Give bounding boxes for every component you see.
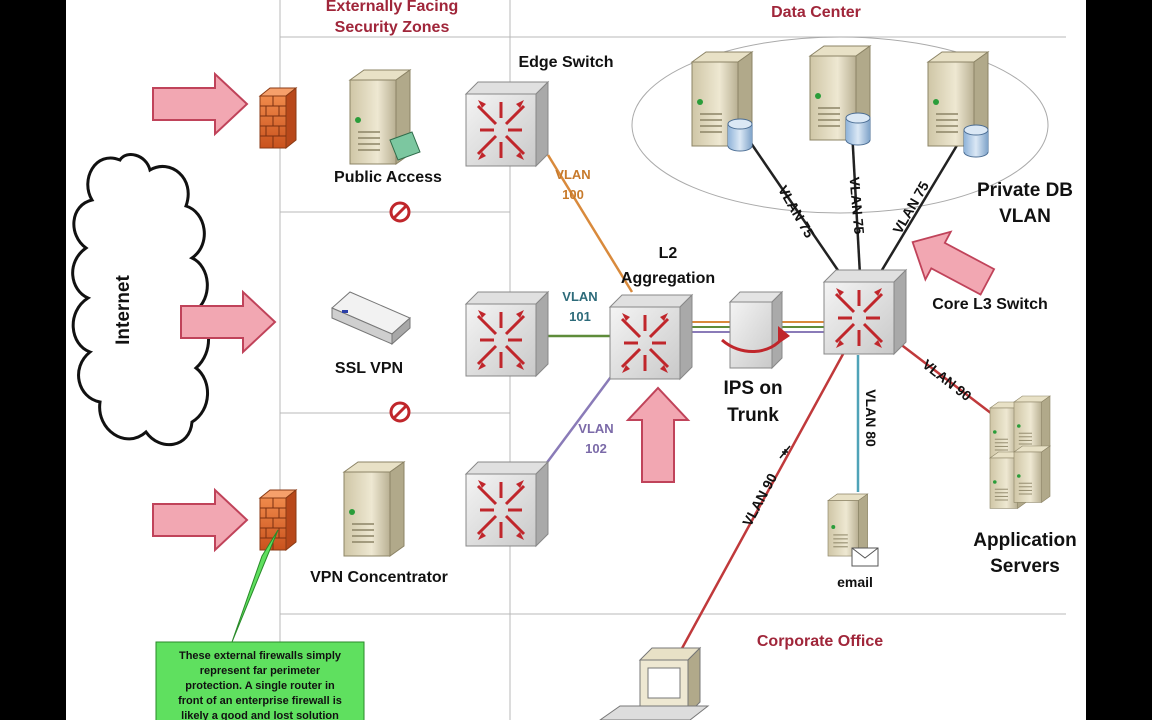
email-label: email bbox=[837, 574, 873, 590]
note-line-5: likely a good and lost solution bbox=[181, 710, 339, 720]
edge-switch-icon bbox=[464, 460, 550, 548]
vpn-concentrator-server-icon bbox=[343, 461, 405, 557]
private-db-enclosure bbox=[631, 36, 1049, 214]
note-line-1: These external firewalls simply bbox=[179, 650, 342, 662]
application-servers-label-line2: Servers bbox=[990, 556, 1060, 577]
note-line-3: protection. A single router in bbox=[185, 680, 335, 692]
no-entry-icon bbox=[389, 401, 411, 423]
envelope-icon bbox=[851, 547, 879, 567]
ssl-vpn-label: SSL VPN bbox=[335, 360, 403, 377]
edge-switch-icon bbox=[464, 80, 550, 168]
desktop-pc-icon bbox=[599, 646, 710, 720]
edge-switch-icon bbox=[464, 290, 550, 378]
link-vlan90-app bbox=[894, 339, 1001, 421]
link-vlan90-corp bbox=[678, 344, 850, 653]
core-l3-switch-icon bbox=[822, 268, 908, 356]
public-access-label: Public Access bbox=[334, 169, 442, 186]
external-zone-title-line2: Security Zones bbox=[335, 19, 450, 36]
vlan101-label-line2: 101 bbox=[569, 309, 591, 324]
ips-label-line1: IPS on bbox=[723, 378, 782, 399]
page-background bbox=[66, 0, 1086, 720]
link-vlan102 bbox=[532, 361, 624, 481]
l2-aggregation-switch-icon bbox=[608, 293, 694, 381]
link-vlan75-a bbox=[740, 129, 850, 286]
vlan101-label-line1: VLAN bbox=[562, 289, 597, 304]
database-icon bbox=[963, 124, 989, 158]
arrow-left-icon bbox=[911, 230, 996, 296]
core-l3-switch-label: Core L3 Switch bbox=[932, 296, 1048, 313]
note-line-4: front of an enterprise firewall is bbox=[178, 695, 342, 707]
vlan100-label-line2: 100 bbox=[562, 187, 584, 202]
database-icon bbox=[727, 118, 753, 152]
ssl-vpn-appliance-icon bbox=[331, 291, 411, 346]
mouse-cursor-icon bbox=[779, 445, 791, 459]
corporate-zone-title: Corporate Office bbox=[757, 633, 883, 650]
private-db-label-line1: Private DB bbox=[977, 180, 1073, 201]
firewall-icon bbox=[259, 87, 297, 149]
l2-aggregation-label-line1: L2 bbox=[659, 245, 678, 262]
edge-switch-label: Edge Switch bbox=[518, 54, 613, 71]
vlan75-b-label: VLAN 75 bbox=[847, 176, 868, 235]
certificate-icon bbox=[389, 131, 421, 161]
l2-aggregation-label-line2: Aggregation bbox=[621, 270, 715, 287]
ips-label-line2: Trunk bbox=[727, 405, 779, 426]
application-servers-icon bbox=[989, 395, 1051, 509]
vlan102-label-line1: VLAN bbox=[578, 421, 613, 436]
application-servers-label-line1: Application bbox=[973, 530, 1076, 551]
external-zone-title-line1: Externally Facing bbox=[326, 0, 459, 15]
email-server-icon bbox=[827, 493, 869, 557]
vlan102-label-line2: 102 bbox=[585, 441, 607, 456]
firewall-note-callout bbox=[155, 529, 365, 720]
firewall-icon bbox=[259, 489, 297, 551]
database-icon bbox=[845, 112, 871, 146]
vlan100-label-line1: VLAN bbox=[555, 167, 590, 182]
no-entry-icon bbox=[389, 201, 411, 223]
datacenter-zone-title: Data Center bbox=[771, 4, 861, 21]
link-vlan100 bbox=[546, 154, 634, 293]
arrow-up-icon bbox=[625, 386, 691, 483]
ips-appliance-icon bbox=[721, 290, 790, 370]
vlan80-label: VLAN 80 bbox=[863, 389, 879, 447]
internet-label: Internet bbox=[113, 274, 134, 344]
note-line-2: represent far perimeter bbox=[200, 665, 321, 677]
link-vlan75-c bbox=[874, 131, 967, 281]
internet-cloud bbox=[71, 153, 210, 447]
vpn-concentrator-label: VPN Concentrator bbox=[310, 569, 448, 586]
private-db-label-line2: VLAN bbox=[999, 206, 1051, 227]
link-vlan75-b bbox=[850, 129, 862, 276]
